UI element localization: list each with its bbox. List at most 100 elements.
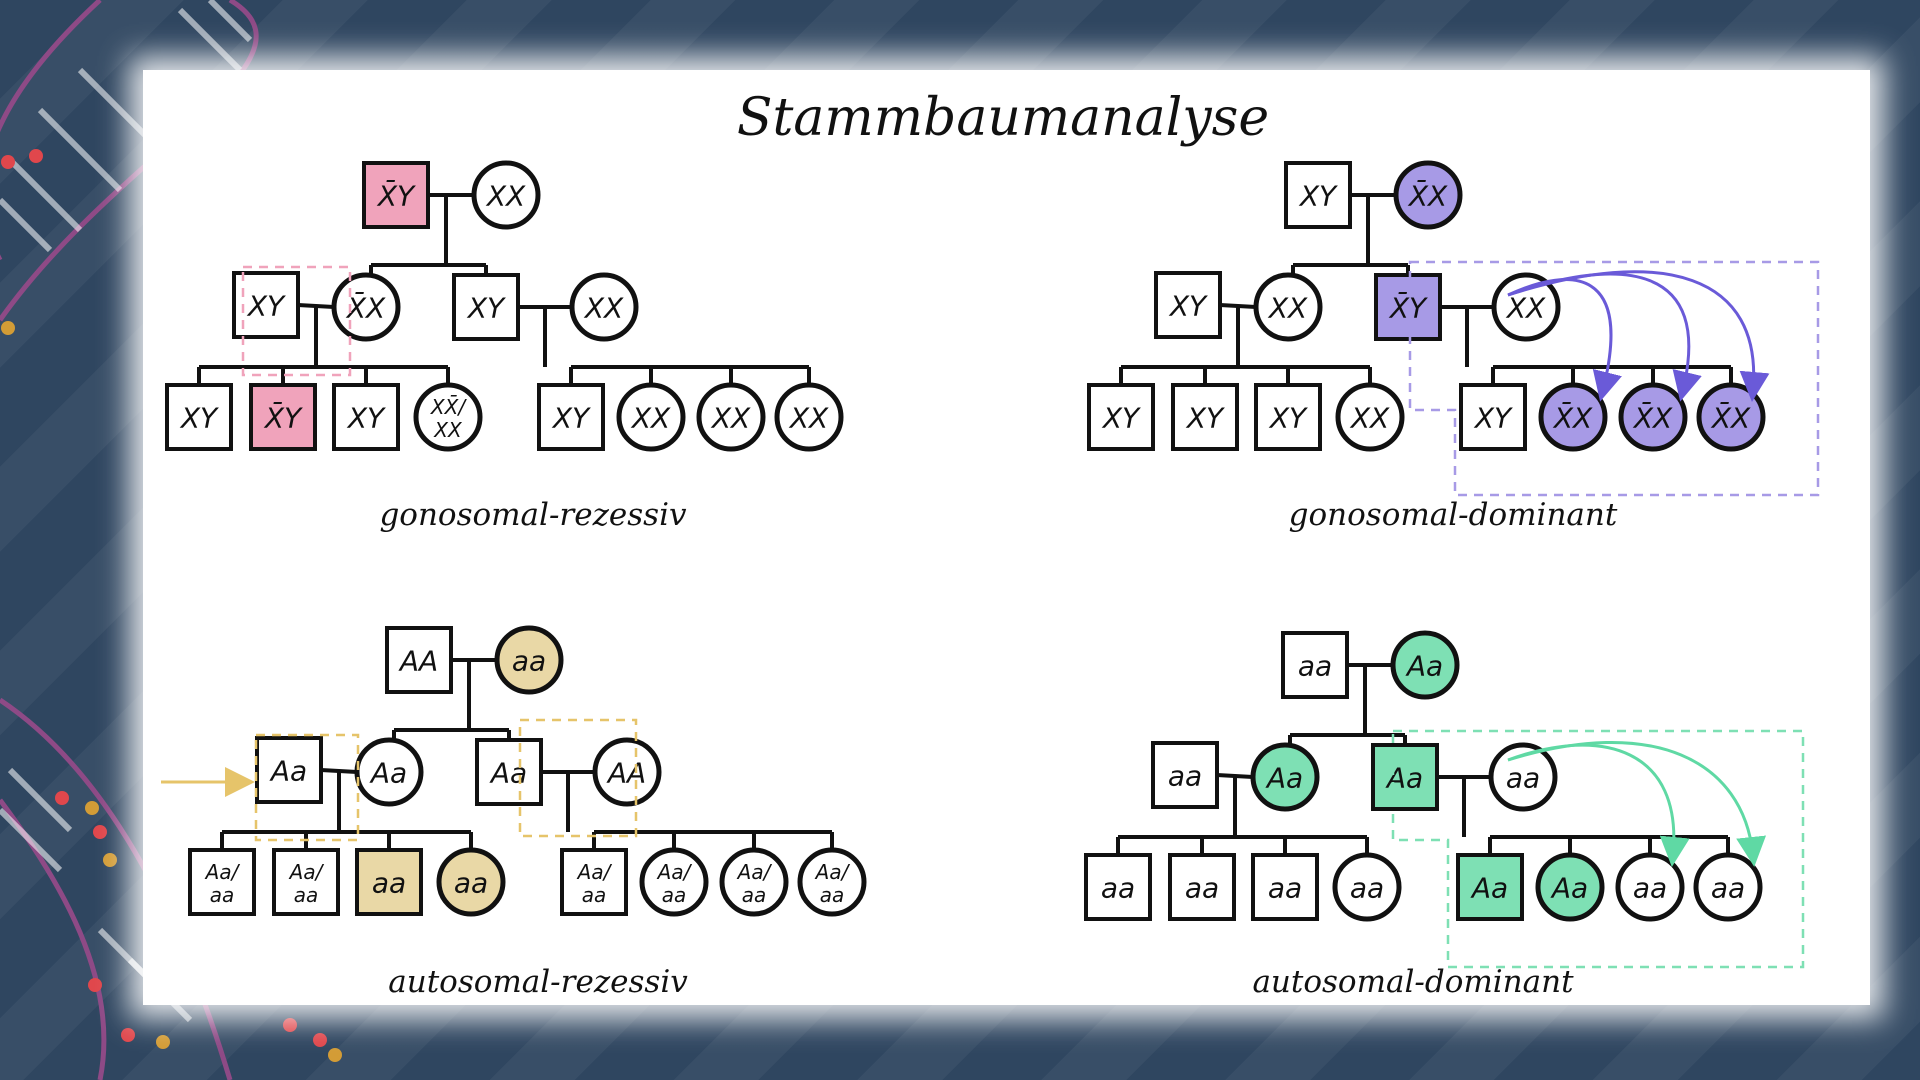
genotype-label: Aa bbox=[1550, 872, 1588, 905]
genotype-label: XX bbox=[1267, 292, 1308, 325]
female-circle-symbol bbox=[774, 382, 844, 452]
genotype-label: Aa/ bbox=[204, 860, 241, 884]
highlight-box bbox=[518, 718, 638, 838]
male-individual-a1: XY bbox=[1154, 271, 1222, 339]
male-individual-a1: XY bbox=[232, 271, 300, 339]
female-circle-symbol bbox=[1535, 852, 1605, 922]
male-square-symbol bbox=[385, 626, 453, 694]
genotype-label: XX bbox=[1505, 292, 1546, 325]
inheritance-arrow bbox=[1507, 740, 1767, 867]
male-square-symbol bbox=[1371, 743, 1439, 811]
male-square-symbol bbox=[1374, 273, 1442, 341]
female-circle-symbol bbox=[471, 160, 541, 230]
pedigree-caption: autosomal-rezessiv bbox=[388, 964, 688, 1000]
genotype-label: X̄Y bbox=[263, 400, 303, 434]
female-circle-symbol bbox=[413, 382, 483, 452]
genotype-label: X̄X bbox=[345, 290, 386, 324]
genotype-label: X̄X bbox=[1710, 400, 1751, 434]
male-individual-c5: Aa/aa bbox=[560, 848, 628, 916]
male-square-symbol bbox=[1284, 161, 1352, 229]
male-individual-a3: Aa bbox=[1371, 743, 1439, 811]
female-individual-c6: X̄X bbox=[1538, 382, 1608, 452]
male-individual-a3: Aa bbox=[475, 738, 543, 806]
highlight-box bbox=[1408, 260, 1820, 497]
male-square-symbol bbox=[1154, 271, 1222, 339]
genotype-label: aa bbox=[1268, 872, 1302, 905]
female-circle-symbol bbox=[1253, 272, 1323, 342]
genotype-label: XX bbox=[630, 402, 671, 435]
male-square-symbol bbox=[1281, 631, 1349, 699]
female-circle-symbol bbox=[1491, 272, 1561, 342]
female-circle-symbol bbox=[494, 625, 564, 695]
female-individual-c6: Aa bbox=[1535, 852, 1605, 922]
genotype-label: XY bbox=[466, 292, 506, 325]
pedigree-caption: gonosomal-rezessiv bbox=[379, 497, 687, 533]
male-square-symbol bbox=[537, 383, 605, 451]
genotype-label: XX bbox=[710, 402, 751, 435]
female-circle-symbol bbox=[1250, 742, 1320, 812]
genotype-label: XY bbox=[1268, 402, 1308, 435]
male-square-symbol bbox=[272, 848, 340, 916]
female-individual-c7: Aa/aa bbox=[719, 847, 789, 917]
female-circle-symbol bbox=[354, 737, 424, 807]
genotype-label: aa bbox=[742, 883, 767, 907]
male-square-symbol bbox=[1087, 383, 1155, 451]
female-circle-symbol bbox=[639, 847, 709, 917]
female-individual-a4: XX bbox=[1491, 272, 1561, 342]
female-circle-symbol bbox=[569, 272, 639, 342]
female-circle-symbol bbox=[797, 847, 867, 917]
genotype-label: aa bbox=[820, 883, 845, 907]
male-individual-c2: aa bbox=[1168, 853, 1236, 921]
male-square-symbol bbox=[332, 383, 400, 451]
male-individual-p1: X̄Y bbox=[362, 161, 430, 229]
inheritance-arrow bbox=[1507, 278, 1622, 402]
genotype-label: XX bbox=[583, 292, 624, 325]
female-circle-symbol bbox=[592, 737, 662, 807]
female-circle-symbol bbox=[1615, 852, 1685, 922]
female-individual-p2: X̄X bbox=[1393, 160, 1463, 230]
pedigree-caption: autosomal-dominant bbox=[1252, 964, 1574, 1000]
male-square-symbol bbox=[560, 848, 628, 916]
male-individual-c1: XY bbox=[1087, 383, 1155, 451]
female-circle-symbol bbox=[1332, 852, 1402, 922]
highlight-box bbox=[1391, 729, 1805, 969]
male-individual-c3: aa bbox=[1251, 853, 1319, 921]
female-circle-symbol bbox=[1335, 382, 1405, 452]
genotype-label: Aa bbox=[269, 755, 307, 788]
female-individual-c6: Aa/aa bbox=[639, 847, 709, 917]
genotype-label: X̄X bbox=[1632, 400, 1673, 434]
female-individual-c7: XX bbox=[696, 382, 766, 452]
female-circle-symbol bbox=[1693, 852, 1763, 922]
genotype-label: XY bbox=[346, 402, 386, 435]
genotype-label: aa bbox=[582, 883, 607, 907]
male-square-symbol bbox=[475, 738, 543, 806]
genotype-label: AA bbox=[398, 645, 438, 678]
genotype-label: Aa bbox=[1265, 762, 1303, 795]
highlight-box bbox=[254, 733, 360, 842]
male-individual-c2: Aa/aa bbox=[272, 848, 340, 916]
male-square-symbol bbox=[1254, 383, 1322, 451]
male-individual-c5: XY bbox=[537, 383, 605, 451]
male-individual-c1: Aa/aa bbox=[188, 848, 256, 916]
female-circle-symbol bbox=[1393, 160, 1463, 230]
page-title: Stammbaumanalyse bbox=[736, 88, 1270, 148]
male-individual-c5: XY bbox=[1459, 383, 1527, 451]
male-square-symbol bbox=[1084, 853, 1152, 921]
male-square-symbol bbox=[255, 736, 323, 804]
genotype-label: aa bbox=[372, 867, 406, 900]
inheritance-arrow bbox=[1507, 270, 1770, 402]
male-square-symbol bbox=[1251, 853, 1319, 921]
male-individual-a3: X̄Y bbox=[1374, 273, 1442, 341]
genotype-label: Aa bbox=[1405, 650, 1443, 683]
male-individual-c3: aa bbox=[355, 848, 423, 916]
genotype-label: Aa/ bbox=[656, 860, 693, 884]
genotype-label: Aa/ bbox=[736, 860, 773, 884]
female-circle-symbol bbox=[696, 382, 766, 452]
genotype-label: aa bbox=[662, 883, 687, 907]
female-individual-c4: aa bbox=[436, 847, 506, 917]
female-individual-c8: XX bbox=[774, 382, 844, 452]
